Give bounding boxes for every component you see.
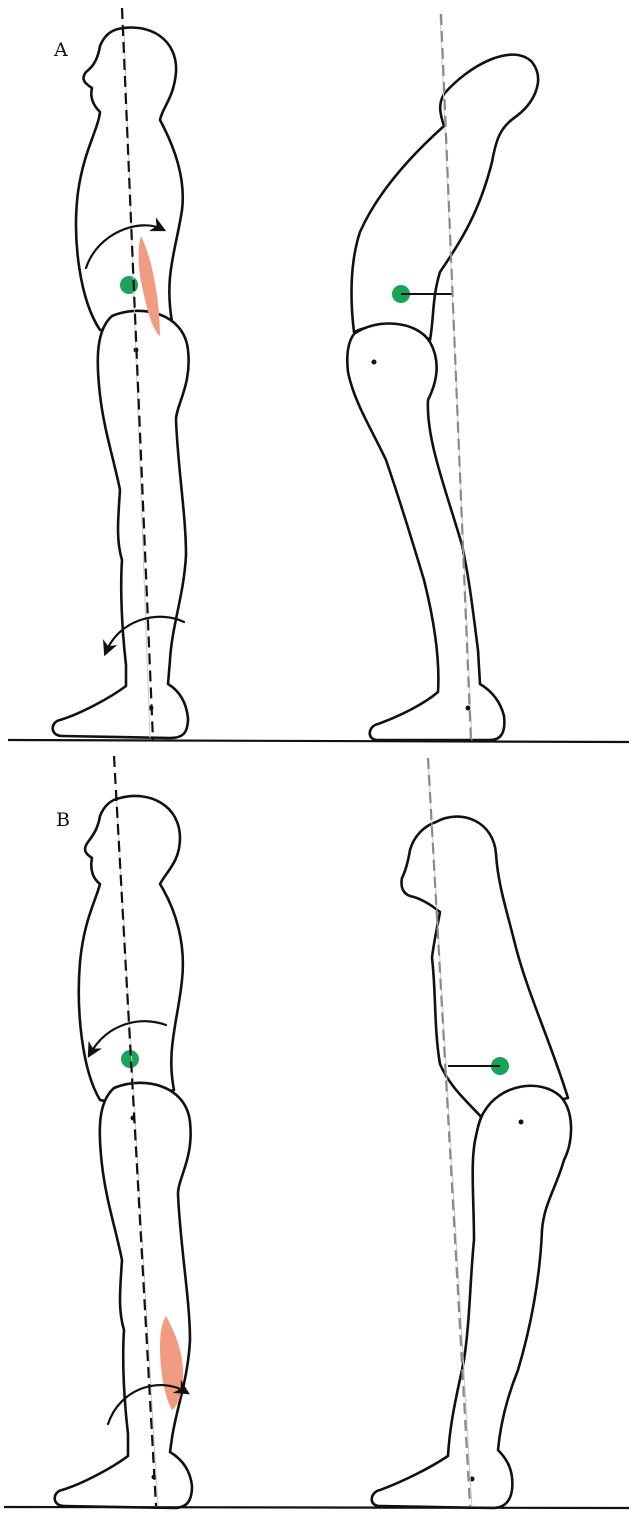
figure-a-upright [53,8,189,740]
hip-joint-dot [519,1120,524,1125]
hip-joint-dot [372,360,377,365]
panel-b-label: B [56,809,70,831]
leg-outline [372,1086,571,1508]
torso-head-outline [352,55,539,340]
ankle-joint-dot [466,706,471,711]
leg-outline [53,311,189,738]
ground-line [8,740,629,742]
leg-outline [55,1083,192,1508]
panel-a: A [8,8,629,742]
ground-line [4,1507,629,1508]
panel-b: B [4,756,629,1508]
panel-a-label: A [53,39,68,61]
torso-head-outline [401,817,568,1118]
leg-outline [347,324,504,740]
figure-b-backward-lean [372,758,571,1508]
figure-b-upright [55,756,192,1508]
figure-a-forward-lean [347,14,538,742]
center-of-mass-dot [120,276,138,294]
